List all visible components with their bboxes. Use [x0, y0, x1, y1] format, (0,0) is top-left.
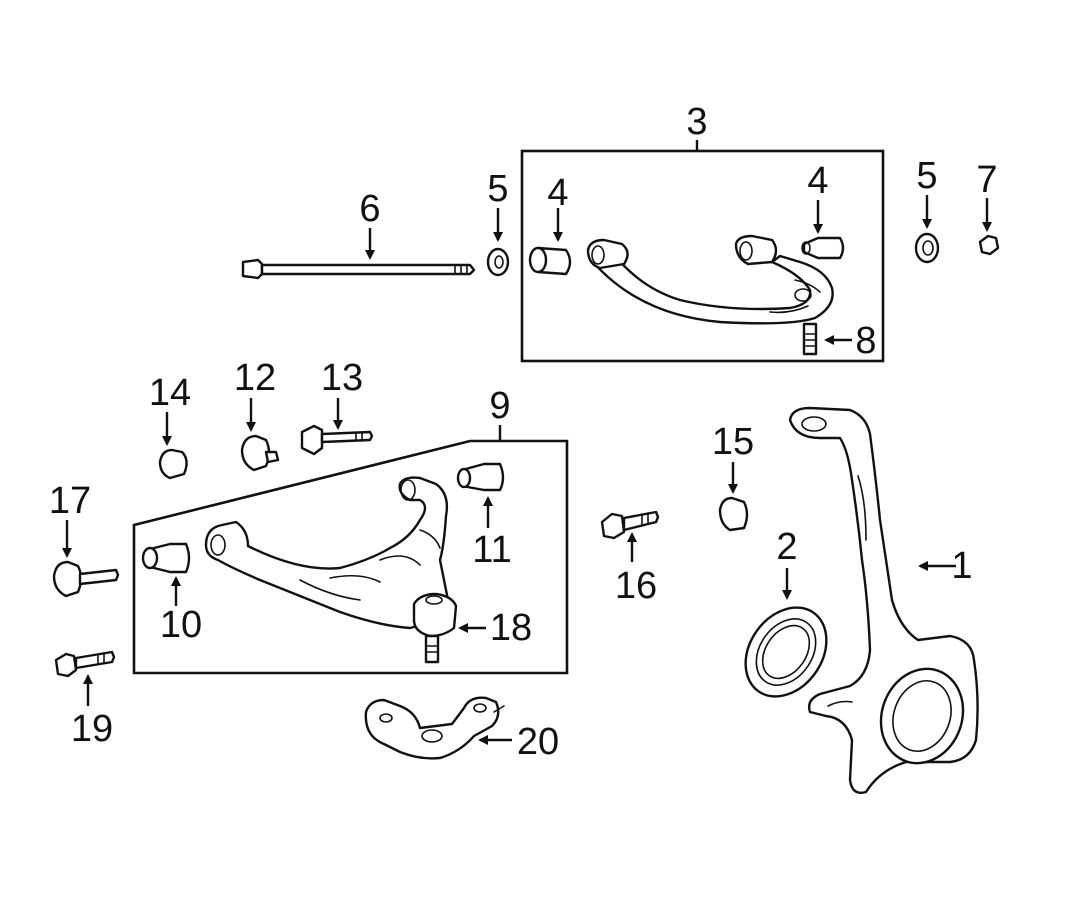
- callout-7: 7: [976, 159, 998, 201]
- callout-5-right: 5: [916, 155, 938, 197]
- part-10-bushing: [141, 542, 191, 606]
- callout-2: 2: [776, 526, 798, 568]
- part-6-long-bolt: [241, 228, 476, 280]
- callout-9: 9: [489, 385, 511, 427]
- part-5-washer-right: [914, 195, 940, 264]
- callout-1: 1: [951, 545, 973, 587]
- callout-16: 16: [614, 565, 658, 607]
- callout-5-left: 5: [487, 168, 509, 210]
- callout-12: 12: [233, 357, 277, 399]
- part-9-lower-control-arm: [204, 476, 450, 630]
- part-2-seal: [744, 568, 828, 698]
- callout-14: 14: [148, 372, 192, 414]
- part-20-bracket: [364, 696, 512, 760]
- callout-6: 6: [359, 188, 381, 230]
- part-1-steering-knuckle: [788, 406, 979, 794]
- callout-4-left: 4: [547, 172, 569, 214]
- callout-10: 10: [159, 604, 203, 646]
- part-13-cam-bolt: [300, 398, 374, 456]
- callout-8: 8: [855, 320, 877, 362]
- lower-arm-group-box: [132, 425, 569, 675]
- callout-4-right: 4: [807, 160, 829, 202]
- part-7-nut: [978, 198, 1000, 256]
- part-15-cap: [718, 462, 749, 532]
- callout-19: 19: [70, 708, 114, 750]
- callout-17: 17: [48, 480, 92, 522]
- part-4-bushing-right: [801, 200, 845, 260]
- part-19-bolt: [54, 650, 116, 706]
- callout-20: 20: [516, 721, 560, 763]
- part-14-cap: [158, 412, 188, 480]
- callout-15: 15: [711, 421, 755, 463]
- part-18-ball-joint: [412, 592, 486, 664]
- part-3-upper-control-arm: [586, 234, 834, 325]
- part-16-bolt: [600, 510, 660, 562]
- callout-18: 18: [489, 607, 533, 649]
- part-5-washer-left: [486, 208, 510, 277]
- callout-11: 11: [472, 529, 512, 571]
- callout-13: 13: [320, 357, 364, 399]
- part-12-cam-washer: [240, 398, 280, 472]
- part-17-cam-bolt: [52, 520, 120, 598]
- part-8-ball-joint-stud: [802, 322, 852, 356]
- part-4-bushing-left: [528, 208, 572, 276]
- callout-3: 3: [686, 101, 708, 143]
- part-11-bushing: [456, 462, 505, 528]
